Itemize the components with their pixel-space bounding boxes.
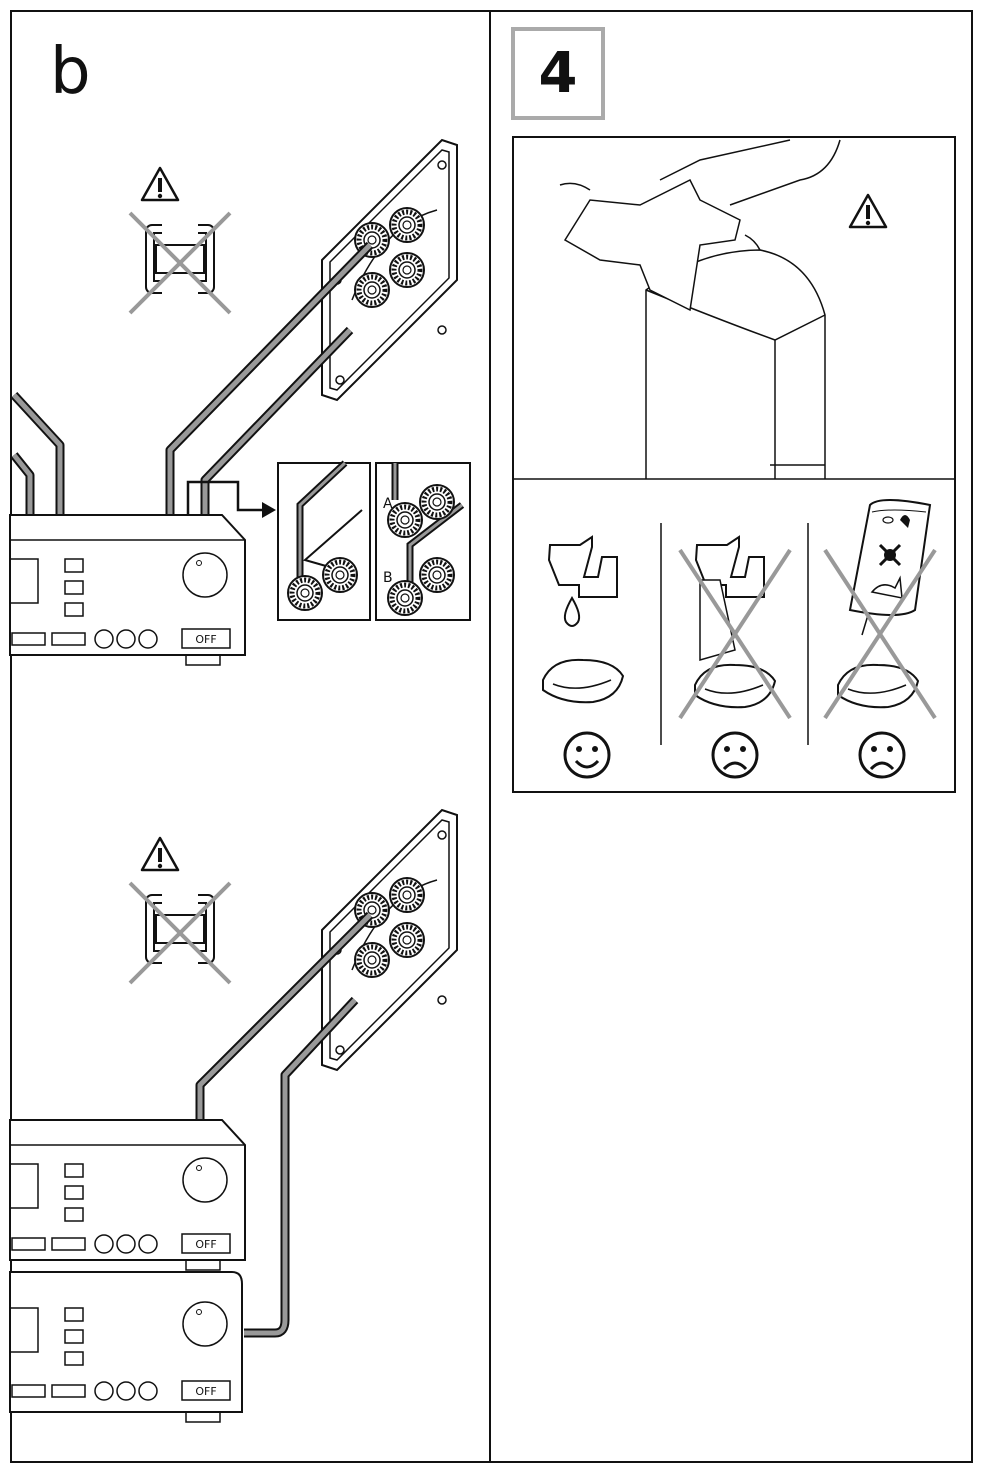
off-label: OFF xyxy=(195,633,216,646)
amplifier-top: OFF xyxy=(9,514,246,666)
off-label: OFF xyxy=(195,1238,216,1251)
section-letter: b xyxy=(50,35,91,109)
off-label: OFF xyxy=(195,1385,216,1398)
warning-icon xyxy=(140,836,180,872)
page-frame xyxy=(10,10,973,1463)
lift-speaker xyxy=(559,139,841,479)
happy-face-icon xyxy=(563,731,611,779)
step-number: 4 xyxy=(538,41,578,106)
step-number-box: 4 xyxy=(511,27,605,120)
no-jumper-icon xyxy=(128,211,232,315)
cloth xyxy=(694,663,776,709)
amplifier-upper: OFF xyxy=(9,1119,246,1271)
terminal-label-a: A xyxy=(383,496,393,512)
care-instructions xyxy=(512,136,956,793)
no-jumper-icon xyxy=(128,881,232,985)
column-divider xyxy=(489,10,491,1463)
sad-face-icon xyxy=(711,731,759,779)
water-drop xyxy=(563,596,581,627)
bottom-diagram: OFF OFF xyxy=(9,810,457,1423)
terminal-label-b: B xyxy=(383,570,393,586)
amplifier-lower: OFF xyxy=(9,1271,243,1423)
sad-face-icon xyxy=(858,731,906,779)
cloth xyxy=(542,658,624,704)
warning-icon xyxy=(140,166,180,202)
top-diagram: OFF A B xyxy=(9,140,471,666)
